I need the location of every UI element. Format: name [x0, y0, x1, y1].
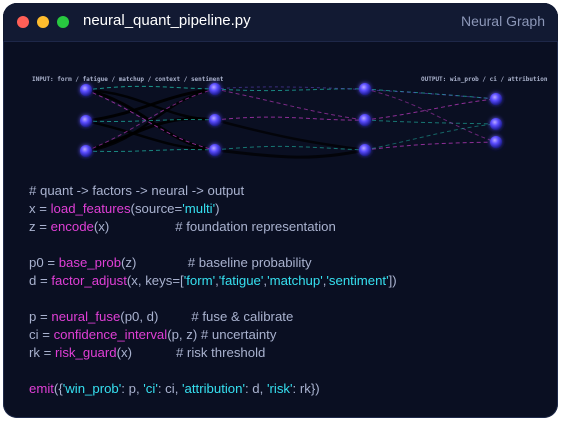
code-text: ]) [388, 273, 397, 288]
code-editor[interactable]: # quant -> factors -> neural -> output x… [29, 182, 548, 398]
function-name: neural_fuse [51, 309, 121, 324]
code-text: p0 = [29, 255, 59, 270]
code-line-8: rk = risk_guard(x) # risk threshold [29, 344, 548, 362]
maximize-window-button[interactable] [57, 16, 69, 28]
code-text: , [263, 273, 268, 288]
graph-input-label: INPUT: form / fatigue / matchup / contex… [32, 76, 224, 83]
blank-line [29, 236, 548, 254]
function-name: base_prob [58, 255, 122, 270]
code-text: (p0, d) # fuse & calibrate [120, 309, 294, 324]
string-literal: 'risk' [266, 381, 293, 396]
blank-line [29, 290, 548, 308]
code-line-1: # quant -> factors -> neural -> output [29, 182, 548, 200]
node-output-3 [490, 136, 502, 148]
string-literal: 'matchup' [267, 273, 323, 288]
code-text: (z) # baseline probability [121, 255, 312, 270]
string-literal: 'form' [183, 273, 216, 288]
code-text: (source= [130, 201, 183, 216]
node-hidden1-2 [209, 114, 221, 126]
code-text: (p, z) # uncertainty [167, 327, 277, 342]
function-name: factor_adjust [51, 273, 127, 288]
code-text: : ci, [157, 381, 183, 396]
graph-edges [85, 85, 497, 159]
code-text: (x) # risk threshold [116, 345, 266, 360]
blank-line [29, 362, 548, 380]
code-line-2: x = load_features(source='multi') [29, 200, 548, 218]
code-text: , [215, 273, 219, 288]
string-literal: 'sentiment' [326, 273, 389, 288]
code-text: : p, [121, 381, 144, 396]
node-input-3 [80, 145, 92, 157]
code-line-3: z = encode(x) # foundation representatio… [29, 218, 548, 236]
function-name: confidence_interval [53, 327, 168, 342]
code-text: : rk}) [292, 381, 320, 396]
code-line-7: ci = confidence_interval(p, z) # uncerta… [29, 326, 548, 344]
code-text: (x) # foundation representation [93, 219, 336, 234]
close-window-button[interactable] [17, 16, 29, 28]
code-text: : d, [244, 381, 267, 396]
code-line-6: p = neural_fuse(p0, d) # fuse & calibrat… [29, 308, 548, 326]
string-literal: 'multi' [182, 201, 216, 216]
string-literal: 'fatigue' [218, 273, 264, 288]
string-literal: 'attribution' [182, 381, 245, 396]
code-text: d = [29, 273, 52, 288]
panel-label: Neural Graph [460, 13, 545, 29]
code-text: x = [29, 201, 51, 216]
node-input-2 [80, 115, 92, 127]
graph-output-label: OUTPUT: win_prob / ci / attribution [421, 76, 548, 83]
code-line-5: d = factor_adjust(x, keys=['form','fatig… [29, 272, 548, 290]
graph-nodes [80, 83, 502, 157]
neural-graph: INPUT: form / fatigue / matchup / contex… [32, 76, 548, 159]
function-name: risk_guard [55, 345, 117, 360]
string-literal: 'ci' [143, 381, 158, 396]
function-name: encode [50, 219, 94, 234]
function-name: emit [29, 381, 54, 396]
code-text: rk = [29, 345, 56, 360]
code-text: ({ [53, 381, 63, 396]
editor-window: neural_quant_pipeline.py Neural Graph IN… [3, 3, 558, 418]
code-text: p = [29, 309, 52, 324]
title-bar: neural_quant_pipeline.py Neural Graph [3, 3, 558, 42]
node-output-2 [490, 118, 502, 130]
code-line-4: p0 = base_prob(z) # baseline probability [29, 254, 548, 272]
node-hidden2-3 [359, 144, 371, 156]
function-name: load_features [50, 201, 131, 216]
code-text: , [322, 273, 327, 288]
code-text: ) [215, 201, 220, 216]
code-text: z = [29, 219, 51, 234]
node-hidden1-3 [209, 144, 221, 156]
comment-text: # quant -> factors -> neural -> output [29, 183, 245, 198]
node-output-1 [490, 93, 502, 105]
file-title: neural_quant_pipeline.py [83, 12, 251, 29]
code-text: ci = [29, 327, 54, 342]
minimize-window-button[interactable] [37, 16, 49, 28]
string-literal: 'win_prob' [62, 381, 122, 396]
code-text: (x, keys=[ [126, 273, 184, 288]
node-hidden1-1 [209, 83, 221, 95]
node-hidden2-2 [359, 114, 371, 126]
code-line-9: emit({'win_prob': p, 'ci': ci, 'attribut… [29, 380, 548, 398]
node-hidden2-1 [359, 83, 371, 95]
node-input-1 [80, 84, 92, 96]
